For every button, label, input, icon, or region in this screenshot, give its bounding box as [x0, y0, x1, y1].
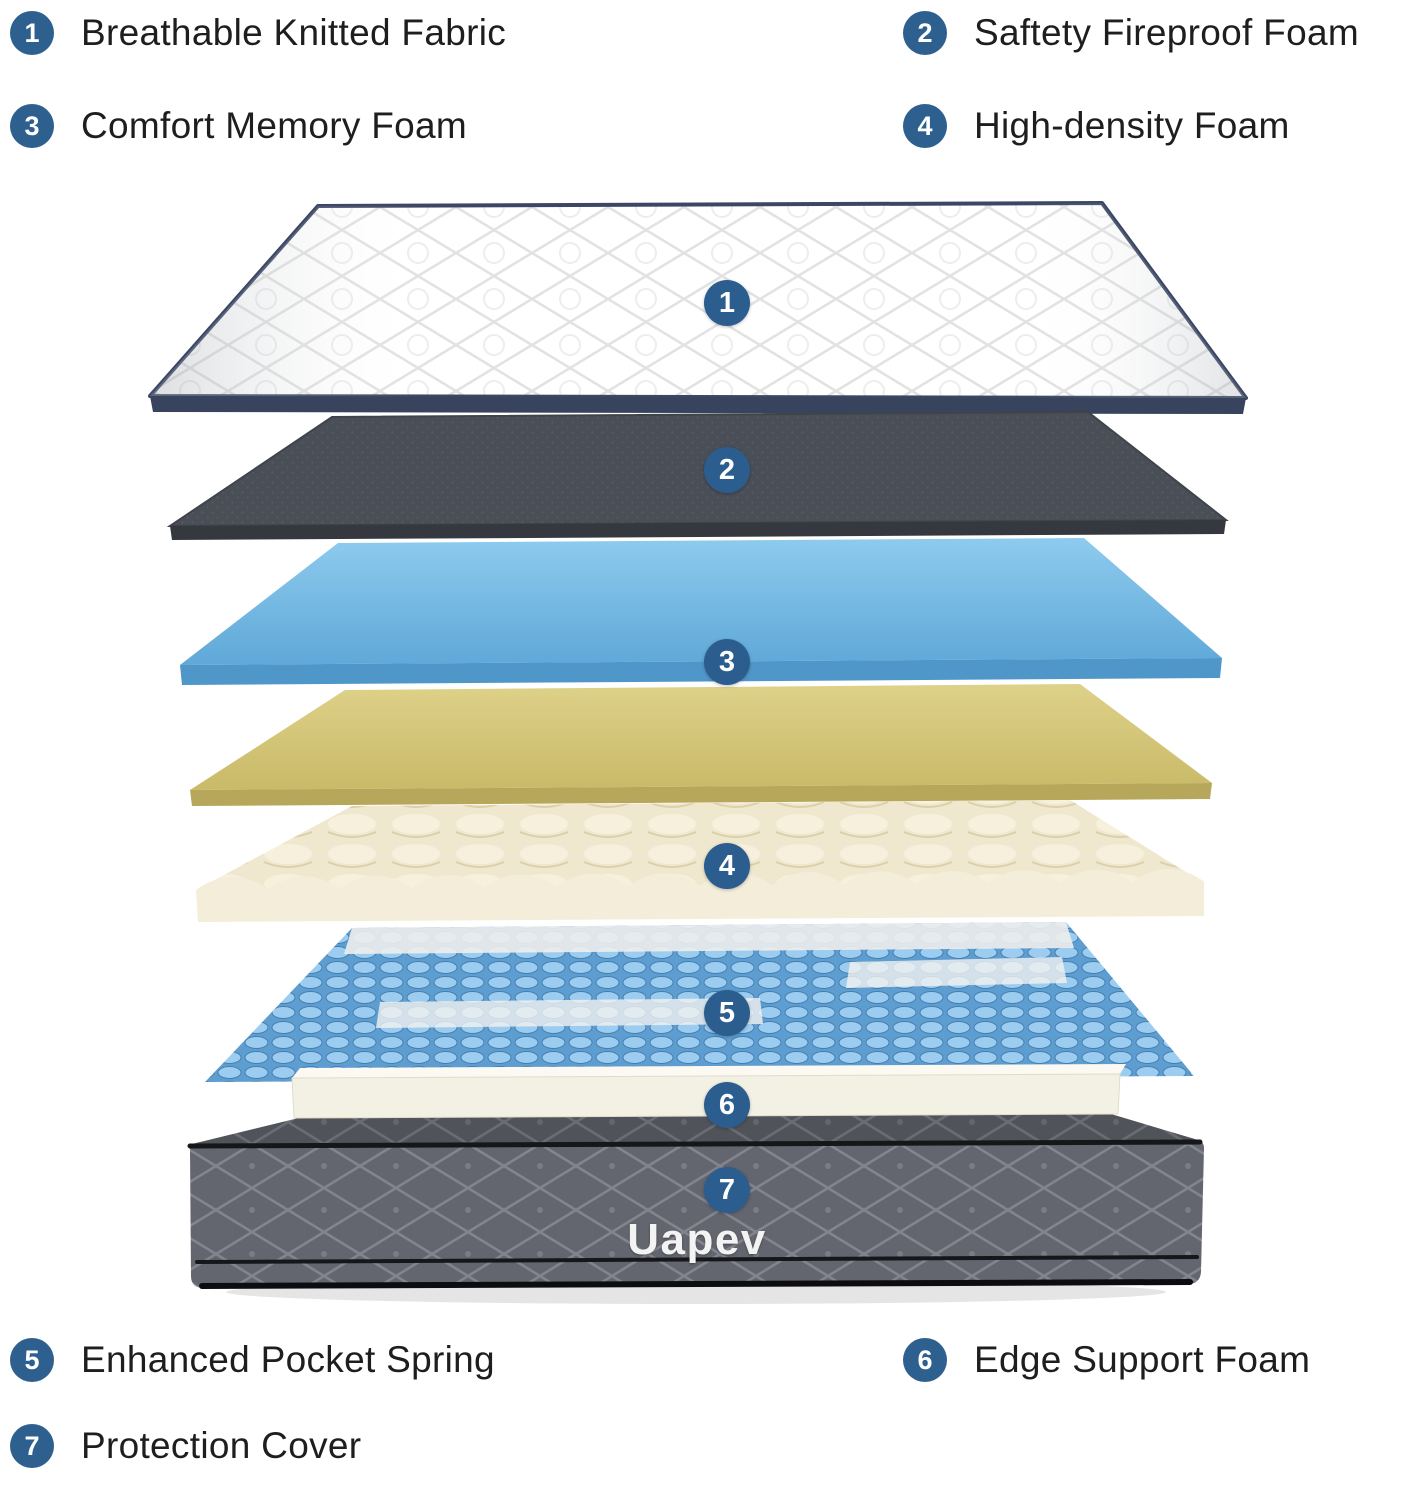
- layer-number-badge: 7: [10, 1424, 54, 1468]
- layer-4-convoluted-foam: [196, 800, 1204, 922]
- layer-number-badge: 1: [10, 11, 54, 55]
- legend-item-1: 1 Breathable Knitted Fabric: [10, 11, 506, 55]
- diagram-badge-1: 1: [704, 280, 750, 326]
- diagram-badge-5: 5: [704, 990, 750, 1036]
- legend-label: Protection Cover: [81, 1425, 362, 1466]
- legend-item-7: 7 Protection Cover: [10, 1424, 361, 1468]
- diagram-badge-7: 7: [704, 1167, 750, 1213]
- diagram-badge-2: 2: [704, 447, 750, 493]
- legend-item-6: 6 Edge Support Foam: [903, 1338, 1310, 1382]
- legend-label: High-density Foam: [974, 105, 1290, 146]
- legend-label: Edge Support Foam: [974, 1339, 1311, 1380]
- layer-2-fireproof-foam: [166, 410, 1229, 540]
- diagram-badge-4: 4: [704, 843, 750, 889]
- layer-5-pocket-springs: [205, 922, 1194, 1082]
- layer-number-badge: 3: [10, 104, 54, 148]
- brand-logo: Uapev: [627, 1215, 767, 1264]
- layer-number-badge: 6: [903, 1338, 947, 1382]
- layer-3-memory-foam: [180, 538, 1222, 685]
- legend-item-3: 3 Comfort Memory Foam: [10, 104, 467, 148]
- layer-number-badge: 2: [903, 11, 947, 55]
- legend-item-2: 2 Saftety Fireproof Foam: [903, 11, 1359, 55]
- legend-item-5: 5 Enhanced Pocket Spring: [10, 1338, 495, 1382]
- legend-item-4: 4 High-density Foam: [903, 104, 1290, 148]
- layer-number-badge: 5: [10, 1338, 54, 1382]
- diagram-badge-3: 3: [704, 639, 750, 685]
- diagram-badge-6: 6: [704, 1082, 750, 1128]
- layer-1-breathable-knitted-fabric: [148, 201, 1248, 414]
- layer-number-badge: 4: [903, 104, 947, 148]
- legend-label: Enhanced Pocket Spring: [81, 1339, 495, 1380]
- layer-4-high-density-foam-sheet: [190, 684, 1212, 806]
- legend-label: Breathable Knitted Fabric: [81, 12, 507, 53]
- legend-label: Saftety Fireproof Foam: [974, 12, 1359, 53]
- legend-label: Comfort Memory Foam: [81, 105, 468, 146]
